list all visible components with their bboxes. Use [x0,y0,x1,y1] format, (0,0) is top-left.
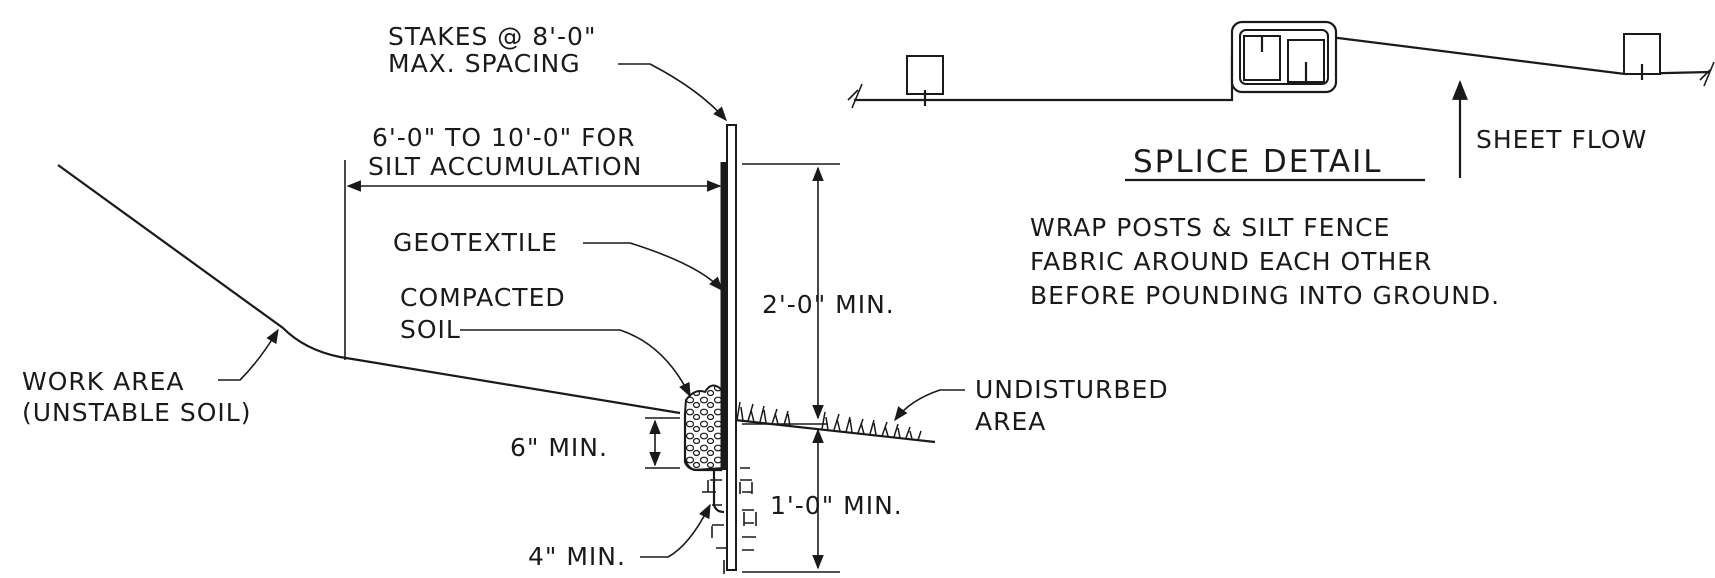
section-view [57,63,965,574]
four-inch-min-label: 4" MIN. [528,542,626,571]
ground-ticks [702,467,756,551]
splice-note-line2: FABRIC AROUND EACH OTHER [1030,247,1432,276]
work-area-slope-line [57,164,681,415]
accumulation-label-line2: SILT ACCUMULATION [368,152,642,181]
undisturbed-label-line2: AREA [975,407,1046,436]
break-symbol-left [847,83,863,109]
wrapped-fabric-inner [1239,29,1329,85]
grass-tufts [736,401,922,441]
undisturbed-leader [894,389,965,422]
accumulation-label-line1: 6'-0" TO 10'-0" FOR [372,123,636,152]
splice-post-left [906,55,944,95]
six-inch-min-label: 6" MIN. [510,433,608,462]
compacted-soil-label-line2: SOIL [400,315,461,344]
two-foot-min-label: 2'-0" MIN. [762,290,895,319]
work-area-label-line2: (UNSTABLE SOIL) [22,398,251,427]
splice-note-line1: WRAP POSTS & SILT FENCE [1030,213,1390,242]
stakes-label-line2: MAX. SPACING [388,49,581,78]
compacted-soil-fill [684,384,726,472]
compacted-soil-leader [460,329,691,398]
soil-hatch [707,480,757,574]
one-foot-min-label: 1'-0" MIN. [770,491,903,520]
work-area-label-line1: WORK AREA [22,367,184,396]
section-labels: STAKES @ 8'-0" MAX. SPACING 6'-0" TO 10'… [22,22,1169,571]
splice-detail: SPLICE DETAIL SHEET FLOW WRAP POSTS & SI… [847,20,1715,310]
stakes-leader [618,63,727,122]
break-symbol-right [1699,61,1715,87]
work-area-leader [218,328,279,381]
splice-detail-title: SPLICE DETAIL [1133,144,1382,180]
wooden-stake [726,124,737,571]
trench-outline [683,413,722,472]
compacted-soil-label-line1: COMPACTED [400,283,566,312]
stakes-label-line1: STAKES @ 8'-0" [388,22,596,51]
geotextile-leader [583,242,723,292]
four-inch-leader [640,503,711,558]
splice-note-line3: BEFORE POUNDING INTO GROUND. [1030,281,1500,310]
undisturbed-label-line1: UNDISTURBED [975,375,1169,404]
sheet-flow-label: SHEET FLOW [1476,125,1647,154]
geotextile-label: GEOTEXTILE [393,228,558,257]
